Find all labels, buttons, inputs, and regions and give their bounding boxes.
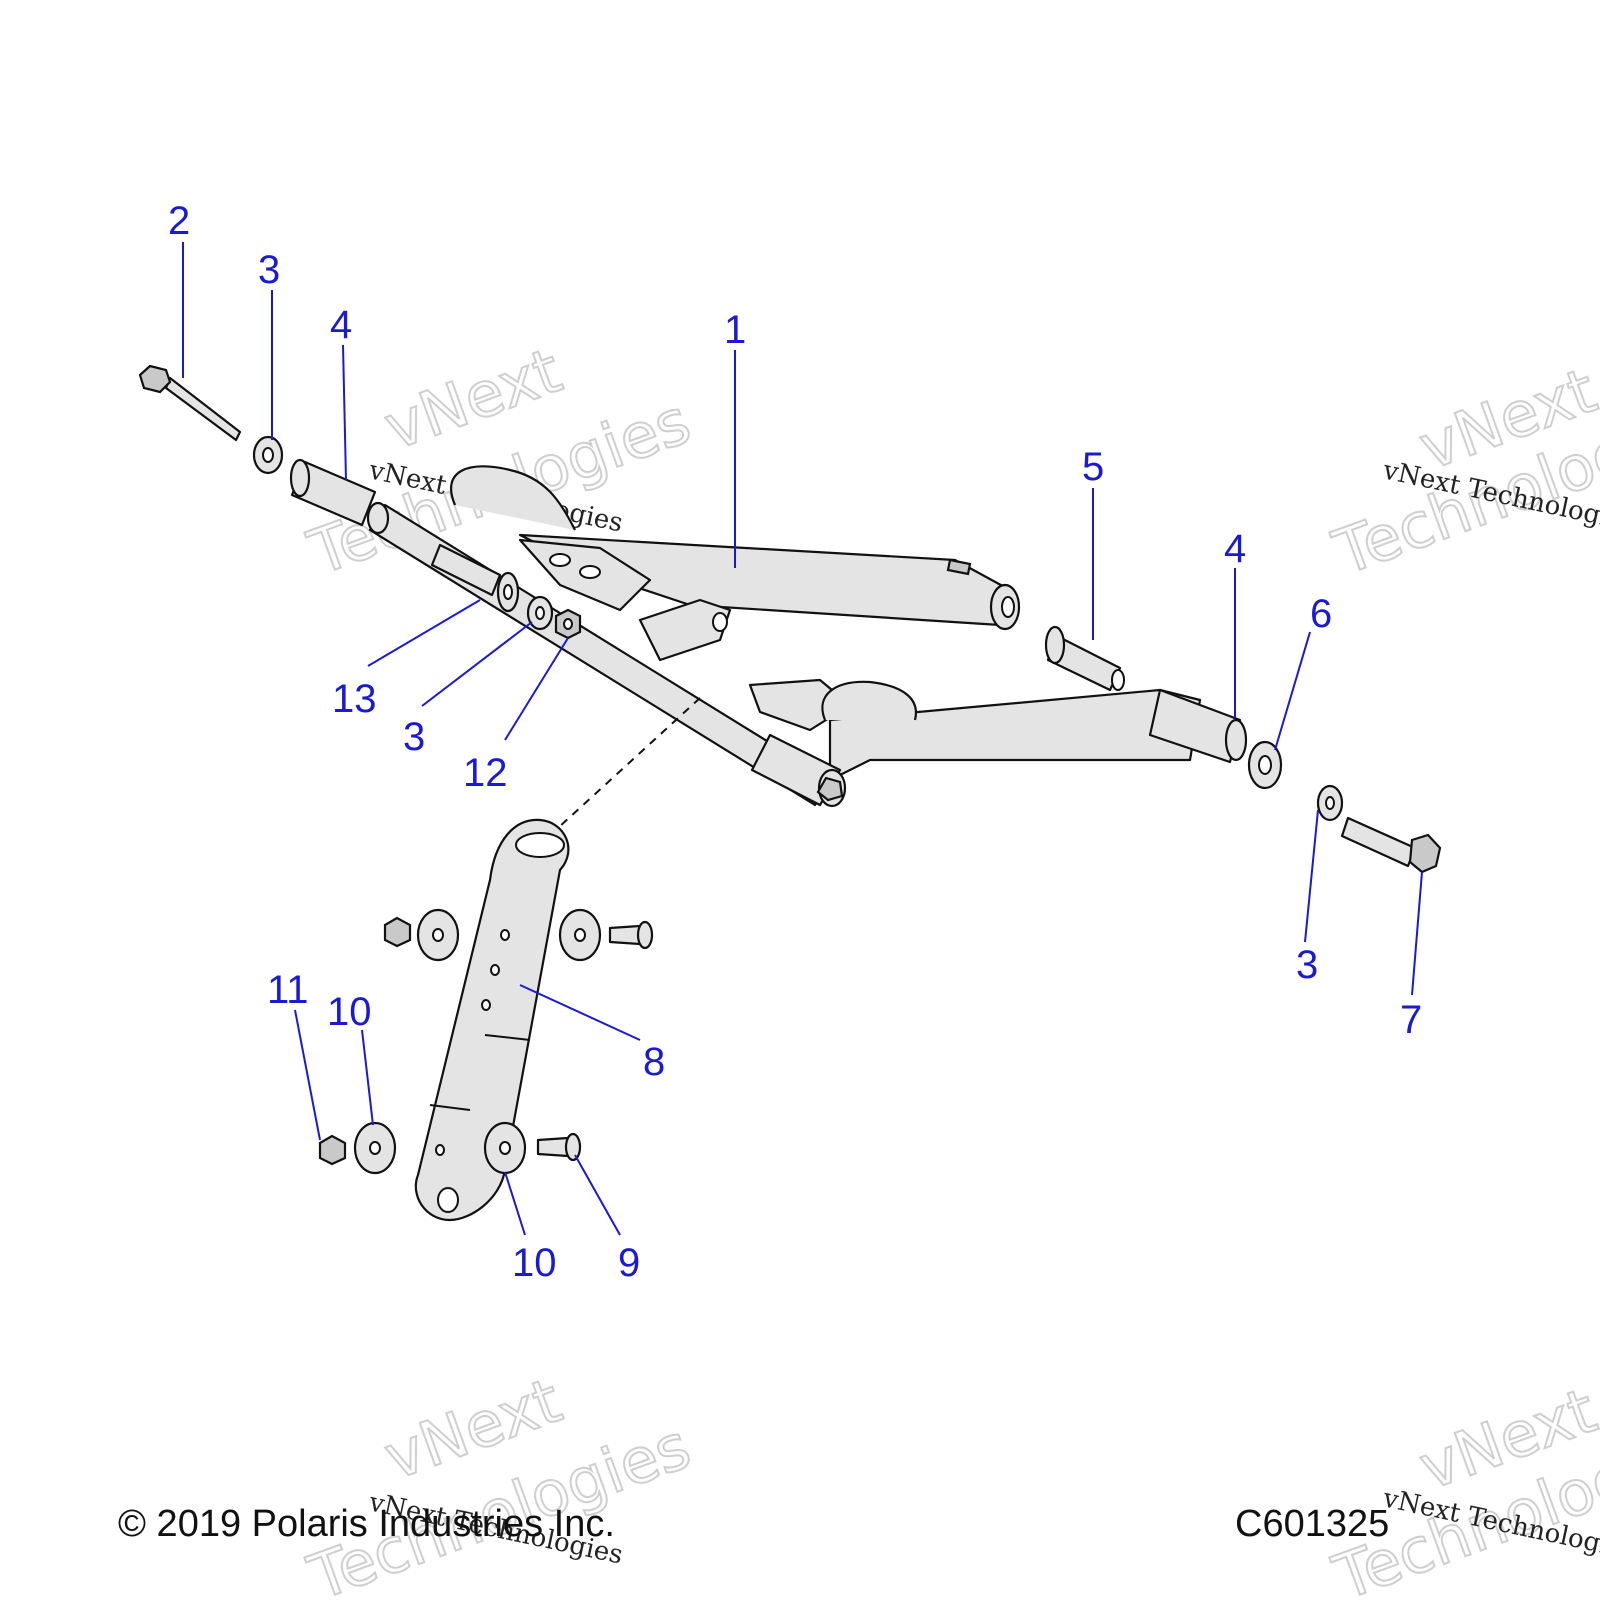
alignment-dashed-line — [557, 697, 701, 829]
leader-lines — [182, 242, 1423, 1236]
callout-3: 3 — [1296, 943, 1318, 987]
callout-9: 9 — [618, 1241, 640, 1285]
copyright-text: © 2019 Polaris Industries Inc. — [118, 1503, 615, 1545]
callout-6: 6 — [1310, 592, 1332, 636]
callout-3: 3 — [258, 248, 280, 292]
bolt-part-9 — [536, 1132, 582, 1162]
bolt-part-2 — [138, 364, 242, 442]
callout-10: 10 — [327, 990, 372, 1034]
washer-part-3-right — [1316, 784, 1344, 822]
callout-11: 11 — [267, 968, 309, 1012]
watermark-bottom-right: vNext Technologies vNext Technologies — [1323, 1373, 1600, 1600]
washer-part-3-left — [252, 435, 284, 475]
callout-2: 2 — [168, 199, 190, 243]
watermark-bottom-left: vNext Technologies vNext Technologies — [298, 1363, 700, 1600]
a-arm-part-1 — [366, 465, 1248, 808]
washer-part-6 — [1247, 740, 1283, 790]
callout-4: 4 — [1224, 527, 1246, 571]
diagram-code: C601325 — [1235, 1503, 1389, 1545]
upper-strap-hardware — [383, 908, 654, 962]
callout-4: 4 — [330, 303, 352, 347]
watermark-top-right: vNext Technologies vNext Technologies — [1323, 353, 1600, 591]
callout-8: 8 — [643, 1040, 665, 1084]
nut-part-11 — [318, 1134, 347, 1166]
callout-10: 10 — [512, 1241, 557, 1285]
nut-part-12 — [554, 608, 582, 640]
bushing-part-4-left — [289, 458, 377, 527]
callout-13: 13 — [332, 677, 377, 721]
callout-7: 7 — [1400, 998, 1422, 1042]
callout-5: 5 — [1082, 445, 1104, 489]
washer-part-10-right — [483, 1121, 527, 1175]
callout-1: 1 — [724, 308, 746, 352]
bushing-part-5 — [1044, 625, 1125, 692]
washer-part-10-left — [353, 1121, 397, 1175]
strap-part-8 — [414, 818, 570, 1222]
washer-part-3-mid — [526, 595, 554, 631]
callout-12: 12 — [463, 751, 508, 795]
bolt-part-7 — [1340, 816, 1442, 874]
callout-3: 3 — [403, 715, 425, 759]
